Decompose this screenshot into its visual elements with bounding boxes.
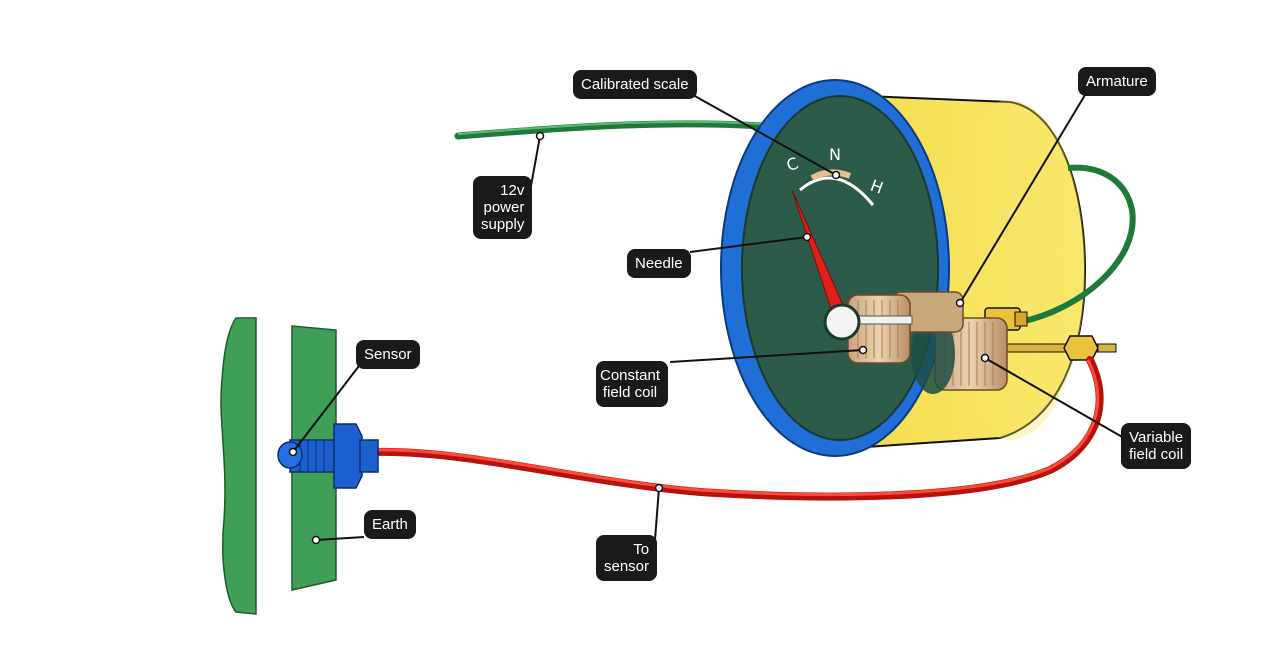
- needle-pivot: [823, 303, 861, 341]
- sensor-unit: [277, 423, 379, 489]
- engine-block-outer: [220, 317, 257, 615]
- sensor-wire: [371, 356, 1104, 501]
- dial-mark-n: N: [829, 145, 841, 164]
- label-sensor: Sensor: [356, 340, 420, 369]
- label-constant-field-coil: Constant field coil: [596, 361, 669, 407]
- label-needle: Needle: [627, 249, 691, 278]
- label-calibrated-scale: Calibrated scale: [573, 70, 697, 99]
- label-armature: Armature: [1078, 67, 1156, 96]
- label-earth: Earth: [364, 510, 416, 539]
- armature-return-wire: [1019, 164, 1136, 325]
- label-to-sensor: To sensor: [596, 535, 658, 581]
- variable-field-coil: [911, 314, 1008, 394]
- label-12v-power-supply: 12v power supply: [473, 176, 533, 239]
- label-variable-field-coil: Variable field coil: [1121, 423, 1192, 469]
